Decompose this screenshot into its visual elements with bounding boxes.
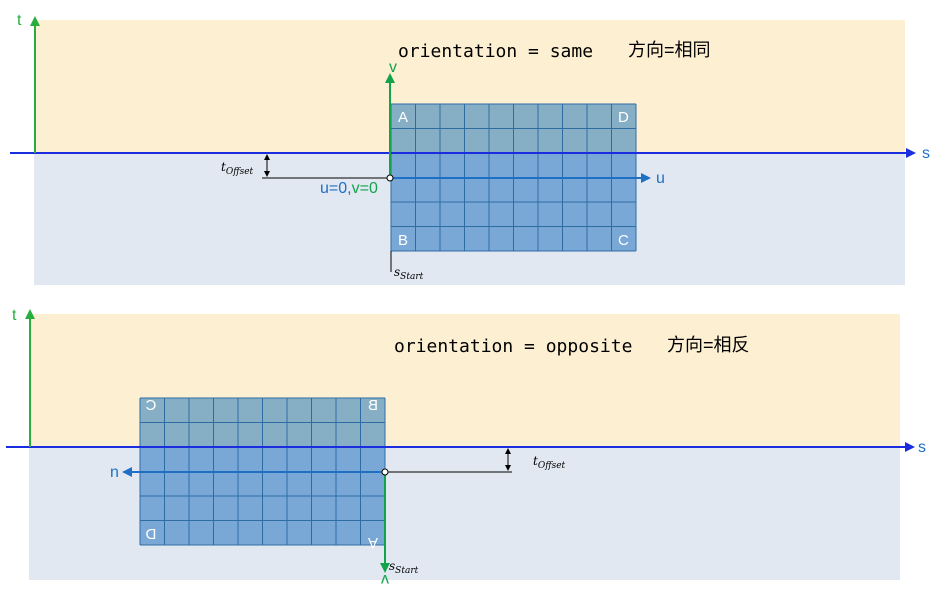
bottom-t-axis-label: t xyxy=(12,307,17,324)
bottom-chinese-text: 方向=相反 xyxy=(667,335,750,355)
bottom-s-axis-label: s xyxy=(918,439,926,456)
top-s-start-label: sStart xyxy=(394,265,424,282)
top-u-axis-label: u xyxy=(656,170,665,187)
top-corner-A: A xyxy=(398,109,408,126)
bottom-corner-C: C xyxy=(145,397,156,414)
bottom-n-axis-label: n xyxy=(110,464,119,481)
top-corner-D: D xyxy=(618,109,629,126)
bottom-t-offset-label: tOffset xyxy=(533,454,566,471)
bottom-v-axis-label: v xyxy=(381,571,389,588)
top-s-axis-label: s xyxy=(922,145,930,162)
bottom-origin-point xyxy=(381,468,389,476)
top-t-offset-label: tOffset xyxy=(221,160,254,177)
top-origin-point xyxy=(386,174,394,182)
top-corner-B: B xyxy=(398,232,408,249)
top-origin-label: u=0,v=0 xyxy=(320,180,378,197)
bottom-corner-B: B xyxy=(368,397,378,414)
top-v-axis-label: v xyxy=(389,59,397,76)
bottom-corner-D: D xyxy=(145,526,156,543)
bottom-panel: t s n v orientation = opposite 方向=相反 tOf… xyxy=(6,307,926,588)
top-chinese-text: 方向=相同 xyxy=(628,40,711,60)
bottom-grid xyxy=(139,397,386,546)
top-corner-C: C xyxy=(618,232,629,249)
bottom-corner-A: A xyxy=(368,534,378,551)
top-panel: t s v u orientation = same 方向=相同 u=0,v=0… xyxy=(10,12,930,285)
top-orientation-text: orientation = same xyxy=(398,41,593,62)
top-t-axis-label: t xyxy=(17,12,22,29)
bottom-s-start-label: sStart xyxy=(389,559,419,576)
bottom-orientation-text: orientation = opposite xyxy=(394,336,632,357)
